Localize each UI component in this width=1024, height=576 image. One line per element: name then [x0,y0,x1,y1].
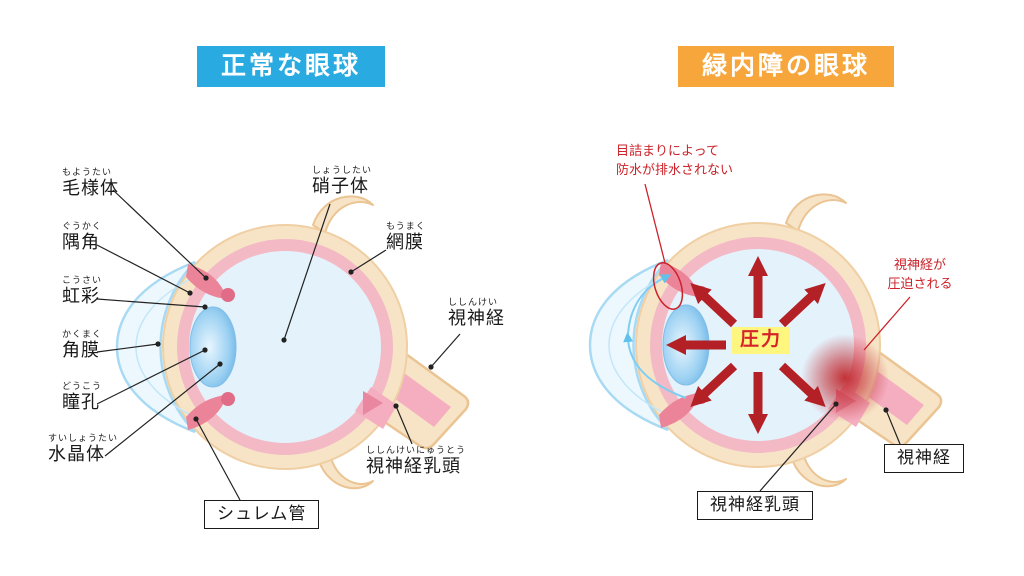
leader-lines-glaucoma [759,403,901,492]
label-schlemm-canal: シュレム管 [204,500,320,529]
furigana-iris: こうさい [62,275,103,285]
text-pupil: 瞳孔 [62,392,100,413]
text-cornea: 角膜 [62,340,100,361]
label-ciliary-body: もようたい 毛様体 [62,167,119,199]
text-lens: 水晶体 [48,444,105,465]
text-optic-disc: 視神経乳頭 [366,456,461,477]
label-angle: ぐうかく 隅角 [62,221,102,253]
label-iris: こうさい 虹彩 [62,275,103,307]
nerve-congestion-blob [801,334,889,422]
furigana-retina: もうまく [386,221,426,231]
label-retina: もうまく 網膜 [386,221,426,253]
text-angle: 隅角 [62,232,100,253]
furigana-pupil: どうこう [62,381,103,391]
glaucoma-overlays [623,183,911,434]
label-glaucoma-optic-disc: 視神経乳頭 [697,491,813,520]
furigana-lens: すいしょうたい [48,433,119,443]
label-optic-nerve: ししんけい 視神経 [448,297,505,329]
glaucoma-eye-title: 緑内障の眼球 [678,46,895,87]
text-ciliary-body: 毛様体 [62,178,119,199]
label-vitreous: しょうしたい 硝子体 [312,165,373,197]
leader-dots-glaucoma [833,401,889,413]
note-clogged-line1: 目詰まりによって [616,143,719,158]
label-cornea: かくまく 角膜 [62,329,103,361]
furigana-vitreous: しょうしたい [312,165,373,175]
text-vitreous: 硝子体 [312,176,369,197]
label-optic-disc: ししんけいにゅうとう 視神経乳頭 [366,445,467,477]
text-optic-nerve: 視神経 [448,308,505,329]
text-retina: 網膜 [386,232,424,253]
text-iris: 虹彩 [62,286,100,307]
pressure-label: 圧力 [732,327,791,354]
note-clogged-line2: 防水が排水されない [616,161,734,177]
furigana-optic-disc: ししんけいにゅうとう [366,445,467,455]
aqueous-flow-arrows [623,274,687,399]
note-compressed-line2: 圧迫される [887,275,953,291]
normal-eye-title: 正常な眼球 [197,46,386,87]
clogged-angle-circle [652,262,684,310]
label-glaucoma-optic-nerve: 視神経 [884,444,964,473]
note-clogged-drainage: 目詰まりによって 防水が排水されない [616,142,733,180]
furigana-ciliary-body: もようたい [62,167,113,177]
furigana-angle: ぐうかく [62,221,102,231]
label-lens: すいしょうたい 水晶体 [48,433,119,465]
note-compressed-line1: 視神経が [893,257,946,272]
leader-dots-normal [155,269,434,422]
red-leader-lines [644,183,911,351]
note-nerve-compressed: 視神経が 圧迫される [874,256,966,294]
furigana-optic-nerve: ししんけい [448,297,499,307]
label-pupil: どうこう 瞳孔 [62,381,103,413]
furigana-cornea: かくまく [62,329,103,339]
